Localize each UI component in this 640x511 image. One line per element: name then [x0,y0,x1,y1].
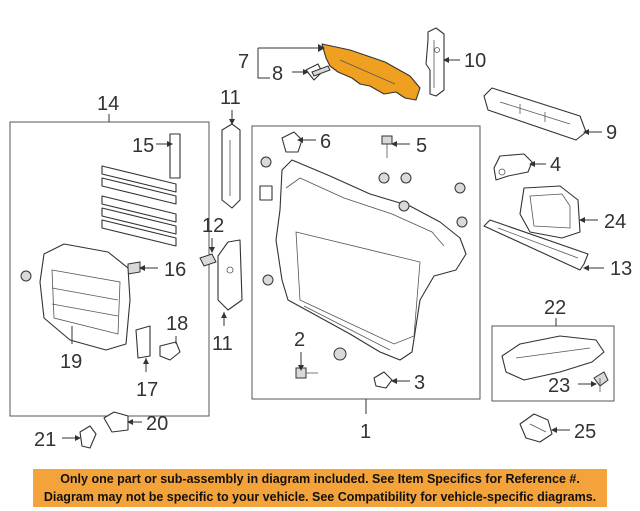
callout-17: 17 [136,379,158,401]
lower-deflector-part-22 [501,335,605,381]
callout-14: 14 [97,93,119,115]
nut-part-3 [373,371,393,389]
parts-diagram: 14 1 22 7 8 10 9 4 [9,27,632,451]
bolt-part-5 [381,135,393,158]
callout-10: 10 [464,50,486,72]
disclaimer-line-1: Only one part or sub-assembly in diagram… [60,472,580,486]
bracket-part-11-lower [217,239,243,311]
push-pin-part-12 [199,253,217,267]
callout-20: 20 [146,413,168,435]
bolt-part-2 [295,367,318,379]
clip-part-23 [593,371,609,392]
clip-part-25 [519,413,553,443]
callout-22: 22 [544,297,566,319]
support-bracket-part-6 [281,131,303,153]
callout-5: 5 [416,135,427,157]
callout-11-lower: 11 [212,333,233,355]
radar-module-part-24 [519,185,581,239]
bracket-part-17 [135,325,151,359]
callout-1: 1 [360,421,371,443]
clip-part-16 [127,261,141,275]
callout-24: 24 [604,211,626,233]
callout-18: 18 [166,313,188,335]
radiator-support-part-1 [275,159,467,361]
callout-7: 7 [238,51,249,73]
push-pin-part-8 [305,63,331,81]
deflector-group-box [491,325,615,402]
callout-25: 25 [574,421,596,443]
callout-16: 16 [164,259,186,281]
clip-part-18 [159,341,181,361]
lower-seal-part-13 [483,219,589,271]
callout-9: 9 [606,122,617,144]
grille-frame-part-19 [39,243,131,351]
callout-19: 19 [60,351,82,373]
callout-6: 6 [320,131,331,153]
callout-2: 2 [294,329,305,351]
callout-21: 21 [34,429,56,451]
shutter-vanes [101,165,177,247]
shutter-actuator-part-15 [169,133,181,179]
upper-seal-part-9 [483,87,587,141]
callout-8: 8 [272,63,283,85]
clip-part-20 [103,411,129,433]
fastener-grille [20,270,32,282]
callout-15: 15 [132,135,154,157]
air-deflector-part-7 [321,43,421,101]
disclaimer-line-2: Diagram may not be specific to your vehi… [43,490,597,504]
callout-11-upper: 11 [220,87,241,109]
bracket-part-11-upper [221,123,241,209]
callout-4: 4 [550,154,561,176]
fasteners-on-support [259,156,468,361]
callout-12: 12 [202,215,224,237]
callout-13: 13 [610,258,632,280]
disclaimer-banner: Only one part or sub-assembly in diagram… [33,469,607,507]
callout-3: 3 [414,372,425,394]
clip-part-21 [79,425,97,449]
sensor-bracket-part-4 [493,153,533,181]
callout-23: 23 [548,375,570,397]
bracket-part-10 [425,27,445,97]
